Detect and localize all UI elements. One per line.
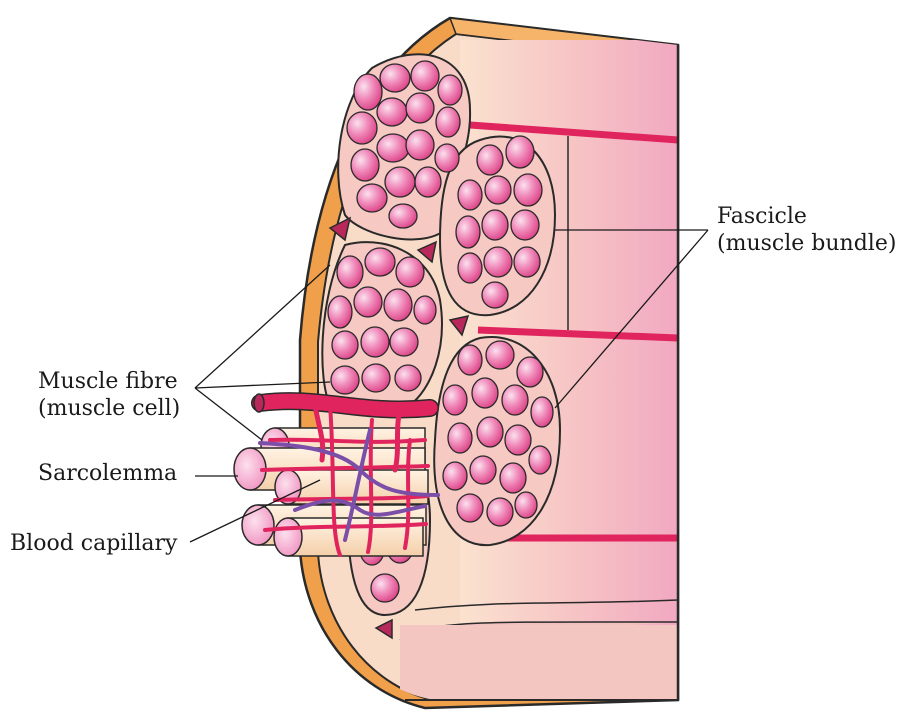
muscle-fibre-section [436,107,460,137]
muscle-fibre-section [347,112,377,144]
muscle-fibre-section [458,180,482,210]
muscle-fibre-section [377,98,407,126]
muscle-fibre-section [502,385,528,415]
muscle-fibre-section [458,345,482,375]
muscle-fibre-section [500,463,526,493]
label-fascicle-line2: (muscle bundle) [717,230,896,257]
muscle-fibre-section [331,366,359,394]
muscle-fibre-section [357,184,387,212]
muscle-fibre-section [438,75,462,105]
muscle-fibre-section [384,289,412,321]
muscle-fibre-section [354,287,382,317]
label-blood-capillary-text: Blood capillary [10,530,177,557]
muscle-fibre-section [411,61,439,91]
muscle-fibre-section [517,357,543,387]
muscle-fibre-section [506,136,534,168]
muscle-fibre-section [371,574,399,602]
muscle-fibre-section [511,210,539,240]
muscle-fibre-section [362,364,390,392]
muscle-fibre-section [443,462,467,490]
label-sarcolemma-text: Sarcolemma [38,460,177,487]
muscle-fibre-section [514,247,540,277]
muscle-fibre-section [457,494,483,522]
muscle-fibre-section [395,365,421,391]
muscle-fibre-section [484,247,512,277]
muscle-fibre-section [361,327,389,357]
muscle-fibre-section [456,216,480,248]
muscle-fibre-section [332,331,358,359]
muscle-fibre-section [485,176,511,204]
muscle-fibre-section [415,167,441,197]
muscle-fibre-section [390,328,418,356]
label-fascicle-line1: Fascicle [717,203,896,230]
muscle-fibre-section [365,248,395,276]
muscle-fibre-section [389,204,417,228]
muscle-fibre-section [531,397,553,427]
muscle-fibre-section [458,253,482,283]
muscle-fibre-section [406,93,434,123]
muscle-fibre-section [487,498,513,526]
label-muscle-fibre-line2: (muscle cell) [38,395,180,422]
muscle-fibre-section [406,130,434,160]
muscle-fibre-section [477,417,503,447]
muscle-fibre-section [328,296,352,328]
muscle-fibre-section [337,256,363,288]
muscle-fibre-section [414,296,436,324]
muscle-fibre-section [396,257,424,287]
muscle-fibre-section [377,134,409,162]
label-sarcolemma: Sarcolemma [38,460,177,487]
muscle-fibre-section [435,144,459,172]
muscle-fibre-section [482,282,508,308]
label-muscle-fibre-line1: Muscle fibre [38,368,180,395]
muscle-fibre-section [351,149,379,181]
muscle-fibre-section [514,174,542,206]
muscle-fibre-section [529,446,551,474]
muscle-fibre-section [472,378,498,408]
muscle-fibre-section [448,423,472,453]
muscle-fibre-section [380,64,410,92]
muscle-fibre-section [470,456,496,484]
muscle-fibre-section [443,385,467,415]
label-muscle-fibre: Muscle fibre (muscle cell) [38,368,180,422]
muscle-fibre-section [354,74,382,110]
label-blood-capillary: Blood capillary [10,530,177,557]
muscle-fibre-section [515,492,537,518]
label-fascicle: Fascicle (muscle bundle) [717,203,896,257]
muscle-fibre-section [486,341,514,369]
muscle-fibre-section [505,425,531,455]
muscle-fibre-section [477,145,503,175]
muscle-fibre-section [482,210,508,240]
muscle-fibre-section [385,167,415,197]
